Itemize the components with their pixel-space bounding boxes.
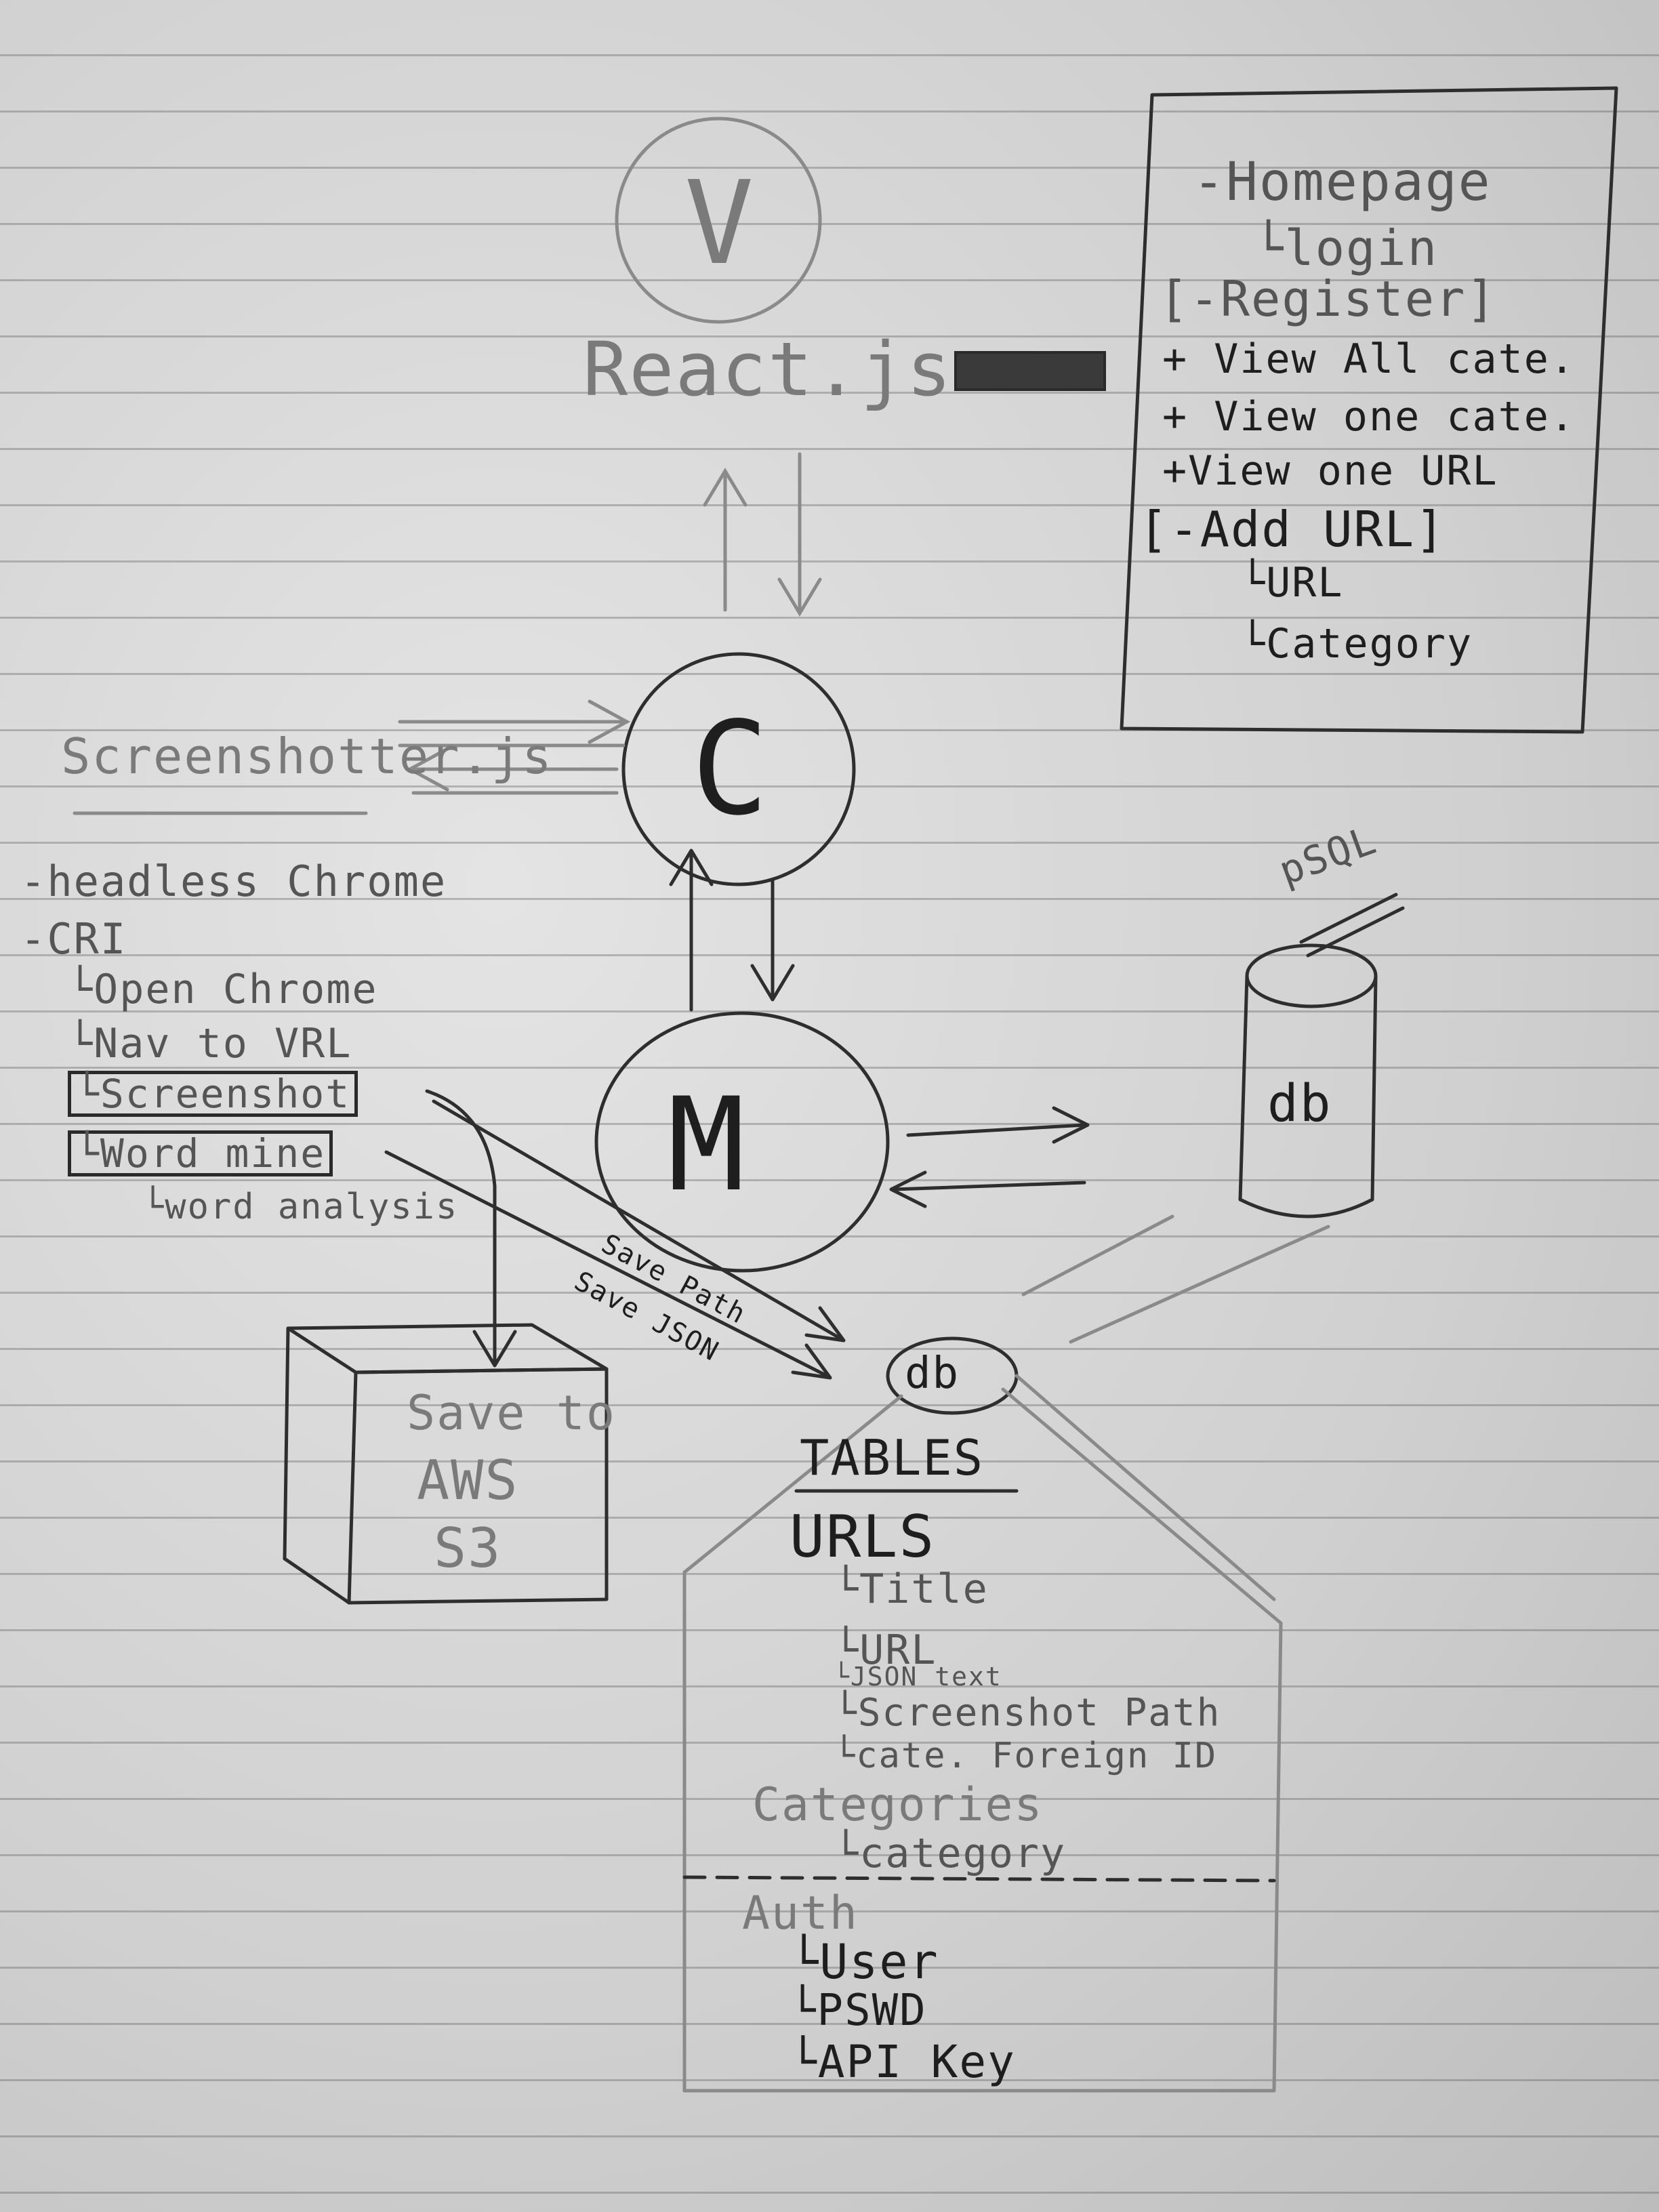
route-view-all-cate: + View All cate. <box>1162 335 1576 383</box>
screenshot-s3-arrow <box>425 1089 517 1368</box>
url-field-json-text: └JSON text <box>834 1662 1002 1692</box>
schema-categories-table: Categories <box>752 1778 1044 1832</box>
s3-line1: Save to <box>407 1385 617 1441</box>
url-field-cate-foreign-id: └cate. Foreign ID <box>834 1736 1218 1776</box>
category-field-category: └category <box>834 1830 1067 1877</box>
route-login: └login <box>1254 220 1439 276</box>
controller-circle <box>621 652 856 886</box>
schema-house <box>682 1374 1283 2093</box>
url-field-title: └Title <box>834 1565 989 1613</box>
react-connector-bar <box>954 351 1106 391</box>
screenshotter-nav-to-url: └Nav to VRL <box>68 1020 352 1067</box>
psql-cylinder <box>1238 943 1378 1218</box>
schema-db-label: db <box>905 1349 960 1399</box>
screenshotter-screenshot: └Screenshot <box>68 1071 359 1117</box>
routes-box <box>1120 86 1618 734</box>
model-circle <box>594 1011 890 1273</box>
react-label: React.js <box>583 326 953 413</box>
model-db-arrows <box>889 1106 1090 1208</box>
schema-tables-heading: TABLES <box>800 1429 985 1486</box>
route-view-one-cate: + View one cate. <box>1162 393 1576 441</box>
psql-db-label: db <box>1267 1073 1332 1133</box>
save-arrows <box>384 1099 846 1380</box>
model-letter: M <box>668 1070 747 1220</box>
route-add-url: [-Add URL] <box>1139 501 1446 558</box>
route-add-url-category: └Category <box>1240 620 1473 668</box>
auth-field-pswd: └PSWD <box>790 1986 927 2036</box>
url-field-screenshot-path: └Screenshot Path <box>834 1691 1221 1735</box>
schema-urls-table: URLS <box>790 1503 936 1571</box>
screenshotter-cri: -CRI <box>20 914 127 964</box>
route-view-one-url: +View one URL <box>1162 447 1498 495</box>
screenshotter-title: Screenshotter.js <box>61 728 553 785</box>
controller-letter: C <box>691 694 771 844</box>
view-controller-arrows <box>703 452 822 617</box>
controller-model-arrows <box>669 848 795 1012</box>
s3-line3: S3 <box>434 1517 502 1580</box>
auth-field-user: └User <box>790 1934 939 1990</box>
auth-field-api-key: └API Key <box>790 2036 1016 2088</box>
psql-schema-lines <box>1021 1214 1330 1344</box>
screenshotter-open-chrome: └Open Chrome <box>68 966 378 1013</box>
s3-line2: AWS <box>417 1449 519 1512</box>
auth-divider <box>682 1875 1276 1883</box>
route-add-url-url: └URL <box>1240 559 1344 607</box>
schema-auth-table: Auth <box>742 1887 859 1940</box>
screenshotter-controller-arrows <box>398 699 631 795</box>
route-register: [-Register] <box>1159 270 1497 327</box>
s3-cube <box>283 1323 609 1605</box>
screenshotter-word-mine: └Word mine <box>68 1130 333 1176</box>
view-letter: V <box>684 157 756 291</box>
screenshotter-word-analysis: └word analysis <box>142 1187 459 1227</box>
route-homepage: -Homepage <box>1193 152 1492 213</box>
view-circle <box>615 117 822 324</box>
screenshotter-headless-chrome: -headless Chrome <box>20 857 447 906</box>
psql-underline <box>1299 893 1405 958</box>
url-field-url: └URL <box>834 1626 937 1674</box>
